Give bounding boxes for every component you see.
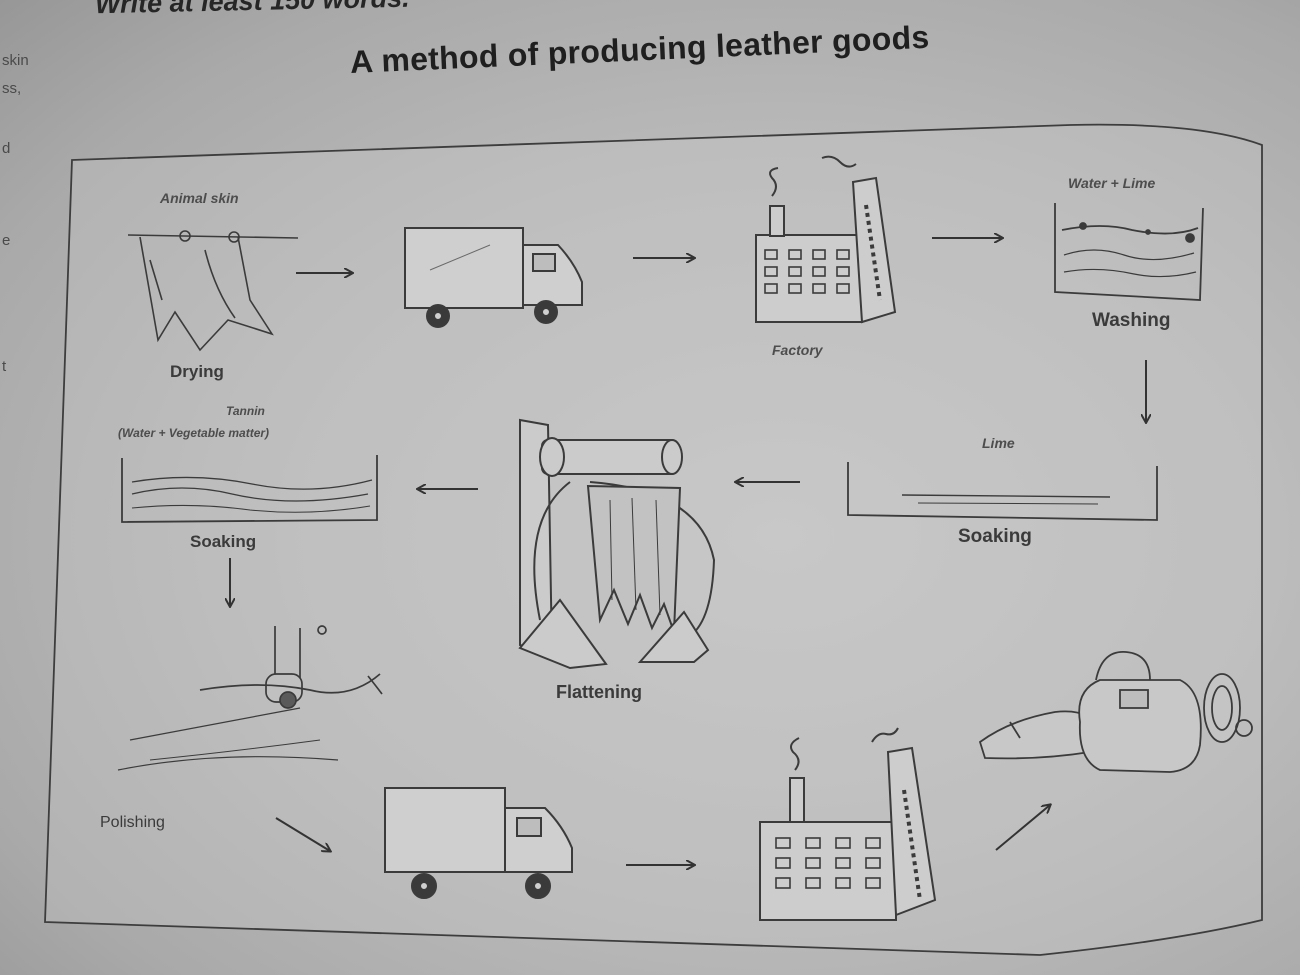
label-water-lime: Water + Lime xyxy=(1068,175,1156,191)
lime-tank-icon xyxy=(847,462,1158,521)
margin-fragment: e xyxy=(2,232,11,249)
margin-fragment: ss, xyxy=(2,80,22,97)
label-flattening: Flattening xyxy=(556,682,642,702)
margin-fragment: skin xyxy=(2,52,29,69)
truck-icon xyxy=(404,227,583,328)
polishing-icon xyxy=(117,625,383,771)
flow-arrow xyxy=(995,805,1050,851)
label-factory: Factory xyxy=(772,342,823,358)
label-washing: Washing xyxy=(1092,310,1171,331)
washing-tank-icon xyxy=(1054,203,1204,301)
label-drying: Drying xyxy=(170,362,224,381)
tannin-tank-icon xyxy=(121,455,378,523)
factory-icon xyxy=(755,155,897,324)
flattening-machine-icon xyxy=(518,418,716,670)
drying-skin-icon xyxy=(127,230,299,352)
label-tannin: Tannin xyxy=(226,404,265,418)
label-soaking-lime: Soaking xyxy=(958,526,1032,547)
label-polishing: Polishing xyxy=(100,814,165,831)
label-tannin-sub: (Water + Vegetable matter) xyxy=(118,426,270,440)
label-soaking-tannin: Soaking xyxy=(190,532,257,551)
flow-arrow xyxy=(275,817,330,851)
label-animal-skin: Animal skin xyxy=(160,190,239,206)
margin-fragment: t xyxy=(2,358,7,375)
label-lime: Lime xyxy=(982,435,1015,451)
leather-goods-icon xyxy=(978,651,1253,773)
factory-icon xyxy=(759,727,937,921)
truck-icon xyxy=(384,787,573,899)
margin-fragment: d xyxy=(2,140,11,157)
